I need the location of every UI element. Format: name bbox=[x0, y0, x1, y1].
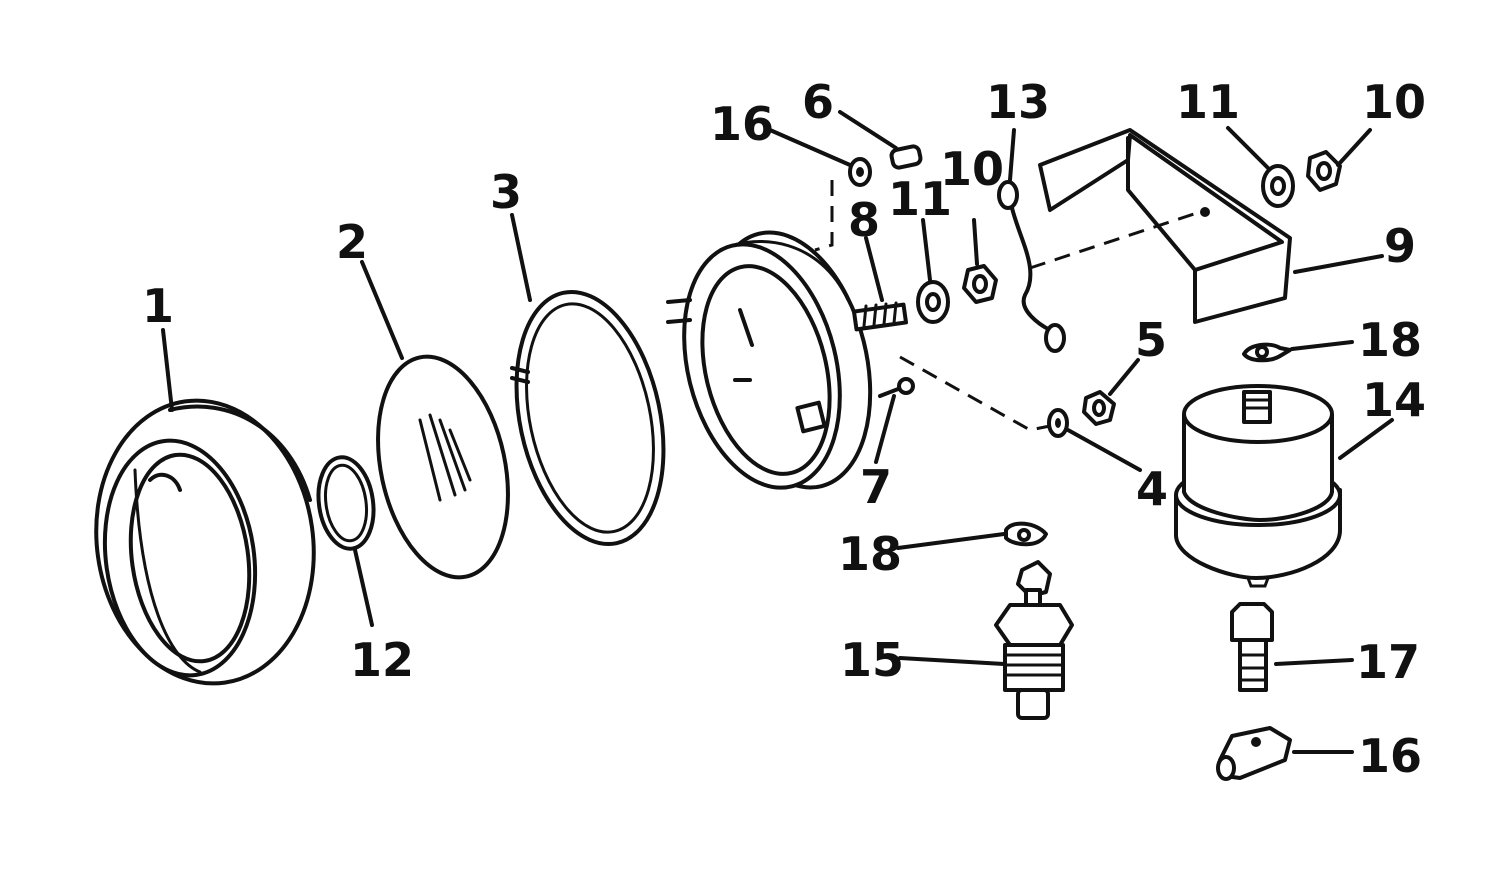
part-9-bracket bbox=[1038, 128, 1292, 324]
part-6-screw bbox=[889, 144, 923, 170]
callout-15: 15 bbox=[840, 633, 904, 687]
part-4-washer bbox=[1047, 408, 1069, 438]
part-15-temp-sender bbox=[994, 560, 1074, 720]
callout-4: 4 bbox=[1136, 462, 1168, 516]
part-11-lockwasher-right bbox=[1261, 164, 1295, 208]
callout-7: 7 bbox=[860, 460, 892, 514]
part-5-nut bbox=[1082, 390, 1116, 426]
part-8-stud bbox=[851, 301, 909, 332]
callout-16-lower: 16 bbox=[1358, 729, 1422, 783]
part-2-lens bbox=[376, 354, 510, 580]
callout-18-lower: 18 bbox=[838, 527, 902, 581]
part-17-fitting bbox=[1230, 602, 1274, 692]
part-13-ground-wire bbox=[997, 180, 1066, 353]
part-18-terminal-right bbox=[1242, 342, 1292, 363]
callout-17: 17 bbox=[1356, 635, 1420, 689]
callout-11-left: 11 bbox=[888, 172, 952, 226]
part-1-bezel bbox=[94, 398, 316, 686]
part-16-clip-lower bbox=[1216, 726, 1292, 781]
part-12-o-ring bbox=[316, 455, 376, 551]
callout-5: 5 bbox=[1135, 313, 1167, 367]
part-10-nut-left bbox=[962, 264, 998, 304]
callout-labels: 1 2 3 4 5 6 7 8 9 10 10 11 11 12 13 14 1… bbox=[142, 75, 1426, 783]
callout-10-right: 10 bbox=[1362, 75, 1426, 129]
callout-6: 6 bbox=[802, 75, 834, 129]
part-16-washer-top bbox=[848, 157, 872, 187]
callout-18-right: 18 bbox=[1358, 313, 1422, 367]
callout-1: 1 bbox=[142, 279, 174, 333]
gauge-body bbox=[666, 230, 873, 490]
part-14-sender bbox=[1174, 384, 1342, 588]
callout-13: 13 bbox=[986, 75, 1050, 129]
assembly-dashed-lines bbox=[814, 180, 1201, 432]
callout-12: 12 bbox=[350, 633, 414, 687]
part-7-screw bbox=[878, 377, 915, 398]
callout-8: 8 bbox=[848, 193, 880, 247]
part-3-gasket bbox=[510, 289, 666, 547]
callout-10-left: 10 bbox=[940, 142, 1004, 196]
part-10-nut-right bbox=[1306, 150, 1342, 192]
callout-3: 3 bbox=[490, 165, 522, 219]
leader-lines bbox=[161, 110, 1394, 754]
callout-2: 2 bbox=[336, 215, 368, 269]
callout-14: 14 bbox=[1362, 373, 1426, 427]
part-11-lockwasher-left bbox=[916, 280, 950, 324]
callout-9: 9 bbox=[1384, 219, 1416, 273]
callout-11-right: 11 bbox=[1176, 75, 1240, 129]
part-18-terminal-lower bbox=[1004, 521, 1048, 547]
callout-16-top: 16 bbox=[710, 97, 774, 151]
